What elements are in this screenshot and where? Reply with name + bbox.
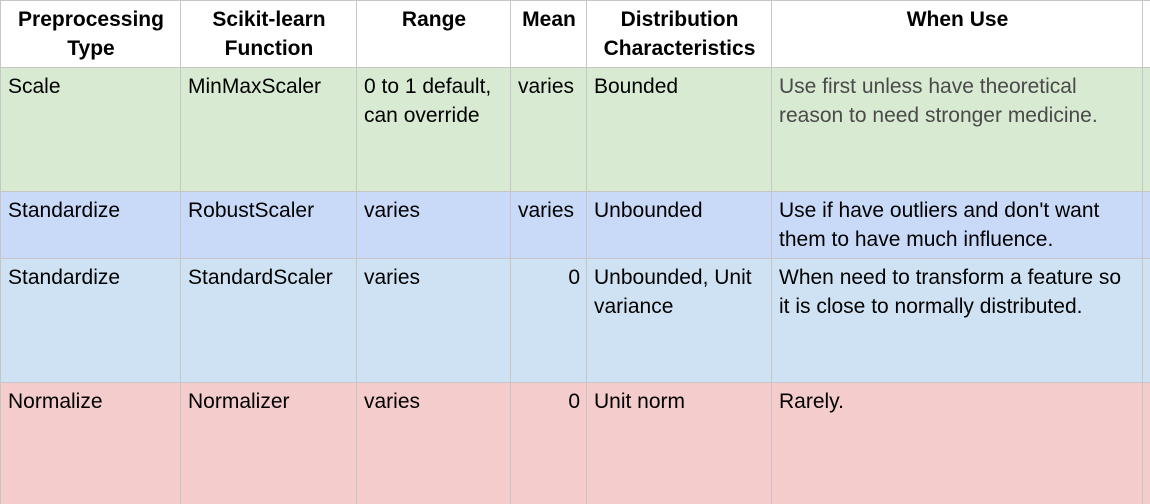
cell-function[interactable]: StandardScaler bbox=[180, 258, 357, 383]
header-sklearn-function[interactable]: Scikit-learn Function bbox=[180, 0, 357, 68]
cell-distribution[interactable]: Unbounded, Unit variance bbox=[586, 258, 772, 383]
cell-function[interactable]: RobustScaler bbox=[180, 191, 357, 259]
cell-mean[interactable]: varies bbox=[510, 191, 587, 259]
cell-range[interactable]: varies bbox=[356, 258, 511, 383]
cell-type[interactable]: Standardize bbox=[0, 258, 181, 383]
cell-distribution[interactable]: Unbounded bbox=[586, 191, 772, 259]
header-distribution[interactable]: Distribution Characteristics bbox=[586, 0, 772, 68]
cell-function[interactable]: MinMaxScaler bbox=[180, 67, 357, 192]
cell-when-use[interactable]: Use if have outliers and don't want them… bbox=[771, 191, 1143, 259]
table-row-scale: Scale MinMaxScaler 0 to 1 default, can o… bbox=[0, 67, 1150, 192]
cell-type[interactable]: Scale bbox=[0, 67, 181, 192]
header-when-use[interactable]: When Use bbox=[771, 0, 1143, 68]
cell-distribution[interactable]: Bounded bbox=[586, 67, 772, 192]
cell-mean[interactable]: varies bbox=[510, 67, 587, 192]
table-row-normalize: Normalize Normalizer varies 0 Unit norm … bbox=[0, 382, 1150, 504]
cell-when-use[interactable]: Use first unless have theoretical reason… bbox=[771, 67, 1143, 192]
cell-range[interactable]: varies bbox=[356, 191, 511, 259]
cell-mean[interactable]: 0 bbox=[510, 258, 587, 383]
header-preprocessing-type[interactable]: Preprocessing Type bbox=[0, 0, 181, 68]
cell-distribution[interactable]: Unit norm bbox=[586, 382, 772, 504]
cell-function[interactable]: Normalizer bbox=[180, 382, 357, 504]
table-row-robust: Standardize RobustScaler varies varies U… bbox=[0, 191, 1150, 259]
cell-overflow[interactable] bbox=[1142, 67, 1150, 192]
header-overflow-cell[interactable] bbox=[1142, 0, 1150, 68]
cell-overflow[interactable] bbox=[1142, 382, 1150, 504]
header-row: Preprocessing Type Scikit-learn Function… bbox=[0, 0, 1150, 68]
cell-range[interactable]: 0 to 1 default, can override bbox=[356, 67, 511, 192]
cell-range[interactable]: varies bbox=[356, 382, 511, 504]
table-row-standard: Standardize StandardScaler varies 0 Unbo… bbox=[0, 258, 1150, 383]
cell-overflow[interactable] bbox=[1142, 191, 1150, 259]
cell-type[interactable]: Normalize bbox=[0, 382, 181, 504]
header-mean[interactable]: Mean bbox=[510, 0, 587, 68]
cell-mean[interactable]: 0 bbox=[510, 382, 587, 504]
cell-overflow[interactable] bbox=[1142, 258, 1150, 383]
cell-when-use[interactable]: Rarely. bbox=[771, 382, 1143, 504]
cell-type[interactable]: Standardize bbox=[0, 191, 181, 259]
cell-when-use[interactable]: When need to transform a feature so it i… bbox=[771, 258, 1143, 383]
header-range[interactable]: Range bbox=[356, 0, 511, 68]
